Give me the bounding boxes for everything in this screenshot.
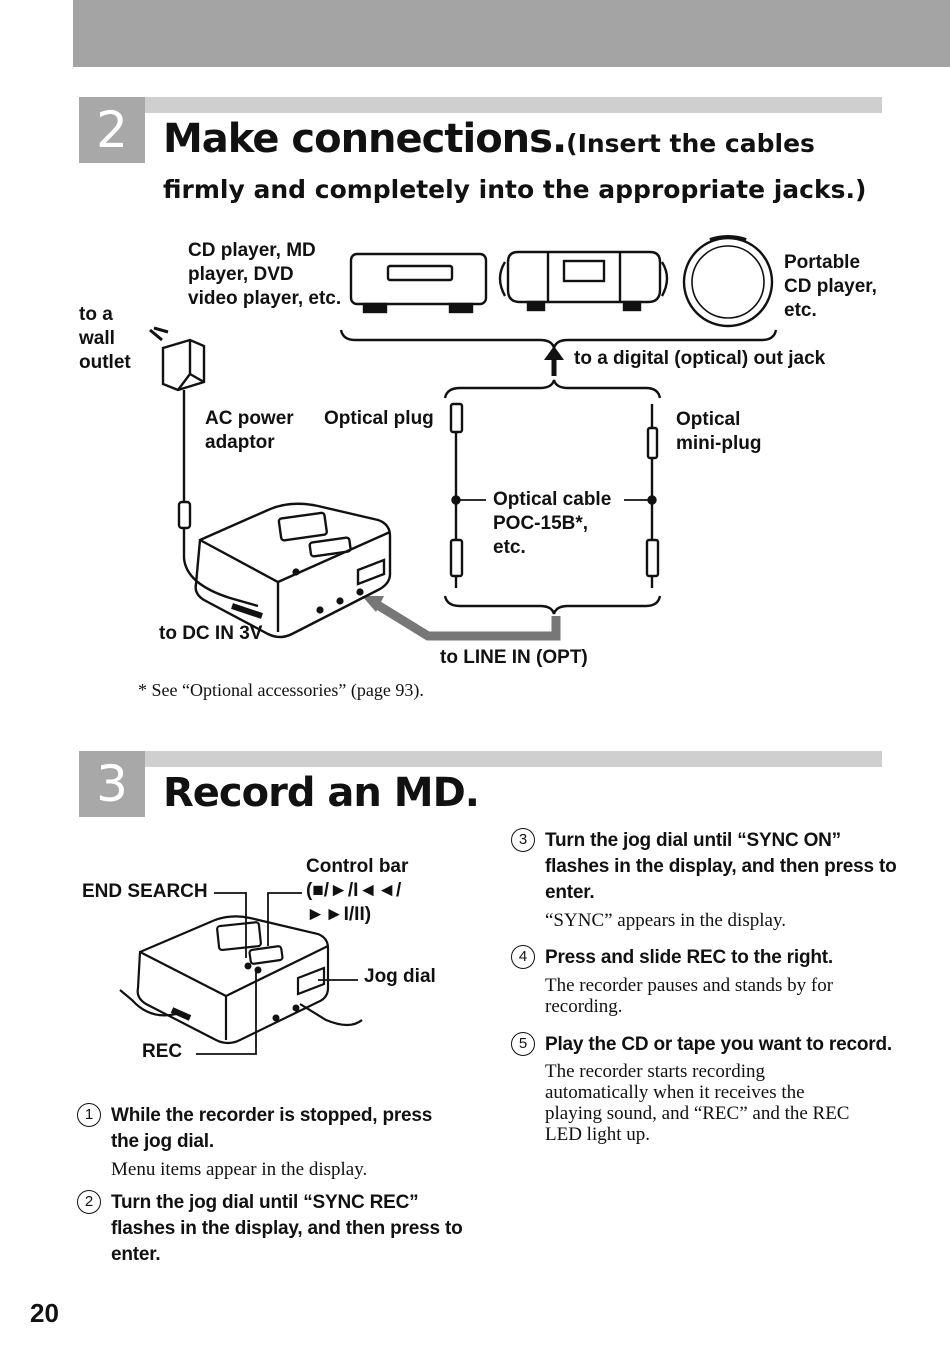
step-3-title-line: Turn the jog dial until “SYNC ON”: [545, 830, 841, 851]
header-bar: [73, 0, 950, 67]
step-5-desc-line: automatically when it receives the: [545, 1082, 805, 1103]
step-2-title-line: flashes in the display, and then press t…: [111, 1218, 463, 1239]
section-2-title: Make connections.(Insert the cables: [163, 114, 815, 169]
step-2-title: Turn the jog dial until “SYNC REC” flash…: [111, 1190, 463, 1268]
label-ac-adaptor-line: adaptor: [205, 432, 275, 453]
label-control-bar-line: (■/►/I◄◄/: [306, 880, 402, 901]
label-portable-cd-line: CD player,: [784, 276, 877, 297]
label-optical-cable-line: Optical cable: [493, 489, 612, 510]
cd-player-icon: [349, 252, 488, 314]
label-digital-out: to a digital (optical) out jack: [574, 348, 826, 369]
md-recorder-icon: [194, 502, 392, 639]
label-optical-plug: Optical plug: [324, 408, 434, 429]
section-2-number: 2: [79, 97, 145, 163]
label-end-search: END SEARCH: [82, 881, 208, 902]
step-5-desc-line: playing sound, and “REC” and the REC: [545, 1103, 850, 1124]
portable-cd-icon: [682, 235, 774, 328]
section-3-number: 3: [79, 751, 145, 817]
ac-adaptor-icon: [149, 326, 259, 608]
label-wall-outlet-line: outlet: [79, 352, 131, 373]
step-1-desc: Menu items appear in the display.: [111, 1159, 368, 1180]
step-1-title-line: While the recorder is stopped, press: [111, 1105, 433, 1126]
label-portable-cd: Portable CD player, etc.: [784, 251, 877, 323]
section-2-stripe: [145, 97, 882, 113]
section-3-title: Record an MD.: [163, 770, 480, 816]
step-3-number: 3: [511, 828, 535, 852]
step-4-desc-line: The recorder pauses and stands by for: [545, 975, 834, 996]
step-1-title: While the recorder is stopped, press the…: [111, 1103, 432, 1155]
step-4-number: 4: [511, 945, 535, 969]
step-5-number: 5: [511, 1032, 535, 1056]
label-source-devices: CD player, MD player, DVD video player, …: [188, 239, 341, 311]
step-3-title: Turn the jog dial until “SYNC ON” flashe…: [545, 828, 897, 906]
label-optical-mini-plug-line: Optical: [676, 409, 741, 430]
boombox-icon: [498, 250, 669, 312]
label-source-devices-line: player, DVD: [188, 264, 294, 285]
label-ac-adaptor: AC power adaptor: [205, 407, 294, 455]
md-recorder-small-icon: [119, 915, 363, 1045]
step-5-title: Play the CD or tape you want to record.: [545, 1034, 892, 1055]
label-ac-adaptor-line: AC power: [205, 408, 294, 429]
section-2-title-main: Make connections.: [163, 116, 567, 162]
label-portable-cd-line: Portable: [784, 252, 861, 273]
step-4-desc: The recorder pauses and stands by for re…: [545, 975, 833, 1017]
label-optical-cable: Optical cable POC-15B*, etc.: [493, 488, 611, 560]
label-control-bar-line: Control bar: [306, 856, 409, 877]
label-control-bar-line: ►►I/II): [306, 904, 372, 925]
step-3-title-line: flashes in the display, and then press t…: [545, 856, 897, 877]
label-wall-outlet-line: to a: [79, 304, 113, 325]
step-5-desc-line: LED light up.: [545, 1124, 651, 1145]
step-1-title-line: the jog dial.: [111, 1131, 214, 1152]
step-2-title-line: enter.: [111, 1244, 161, 1265]
step-1-number: 1: [77, 1103, 101, 1127]
label-optical-mini-plug: Optical mini-plug: [676, 408, 761, 456]
label-source-devices-line: video player, etc.: [188, 288, 342, 309]
section-3-stripe: [145, 751, 882, 767]
label-dc-in: to DC IN 3V: [159, 623, 263, 644]
label-optical-cable-line: POC-15B*,: [493, 513, 589, 534]
label-portable-cd-line: etc.: [784, 300, 817, 321]
step-5-desc: The recorder starts recording automatica…: [545, 1061, 849, 1145]
step-2-title-line: Turn the jog dial until “SYNC REC”: [111, 1192, 419, 1213]
label-line-in: to LINE IN (OPT): [440, 647, 588, 668]
step-4-desc-line: recording.: [545, 996, 623, 1017]
label-wall-outlet-line: wall: [79, 328, 115, 349]
step-4-title: Press and slide REC to the right.: [545, 947, 833, 968]
footnote: * See “Optional accessories” (page 93).: [138, 680, 424, 700]
label-source-devices-line: CD player, MD: [188, 240, 316, 261]
label-jog-dial: Jog dial: [364, 966, 436, 987]
page-number: 20: [30, 1298, 59, 1328]
label-wall-outlet: to a wall outlet: [79, 303, 131, 375]
optical-cable-icon: [449, 402, 660, 588]
label-optical-mini-plug-line: mini-plug: [676, 433, 762, 454]
section-2-title-note-2: firmly and completely into the appropria…: [163, 175, 867, 204]
step-3-desc: “SYNC” appears in the display.: [545, 910, 786, 931]
step-3-title-line: enter.: [545, 882, 595, 903]
step-5-desc-line: The recorder starts recording: [545, 1061, 765, 1082]
section-2-title-note: (Insert the cables: [566, 129, 815, 158]
label-control-bar: Control bar (■/►/I◄◄/ ►►I/II): [306, 855, 408, 927]
label-rec: REC: [142, 1041, 183, 1062]
label-optical-cable-line: etc.: [493, 537, 526, 558]
step-2-number: 2: [77, 1190, 101, 1214]
